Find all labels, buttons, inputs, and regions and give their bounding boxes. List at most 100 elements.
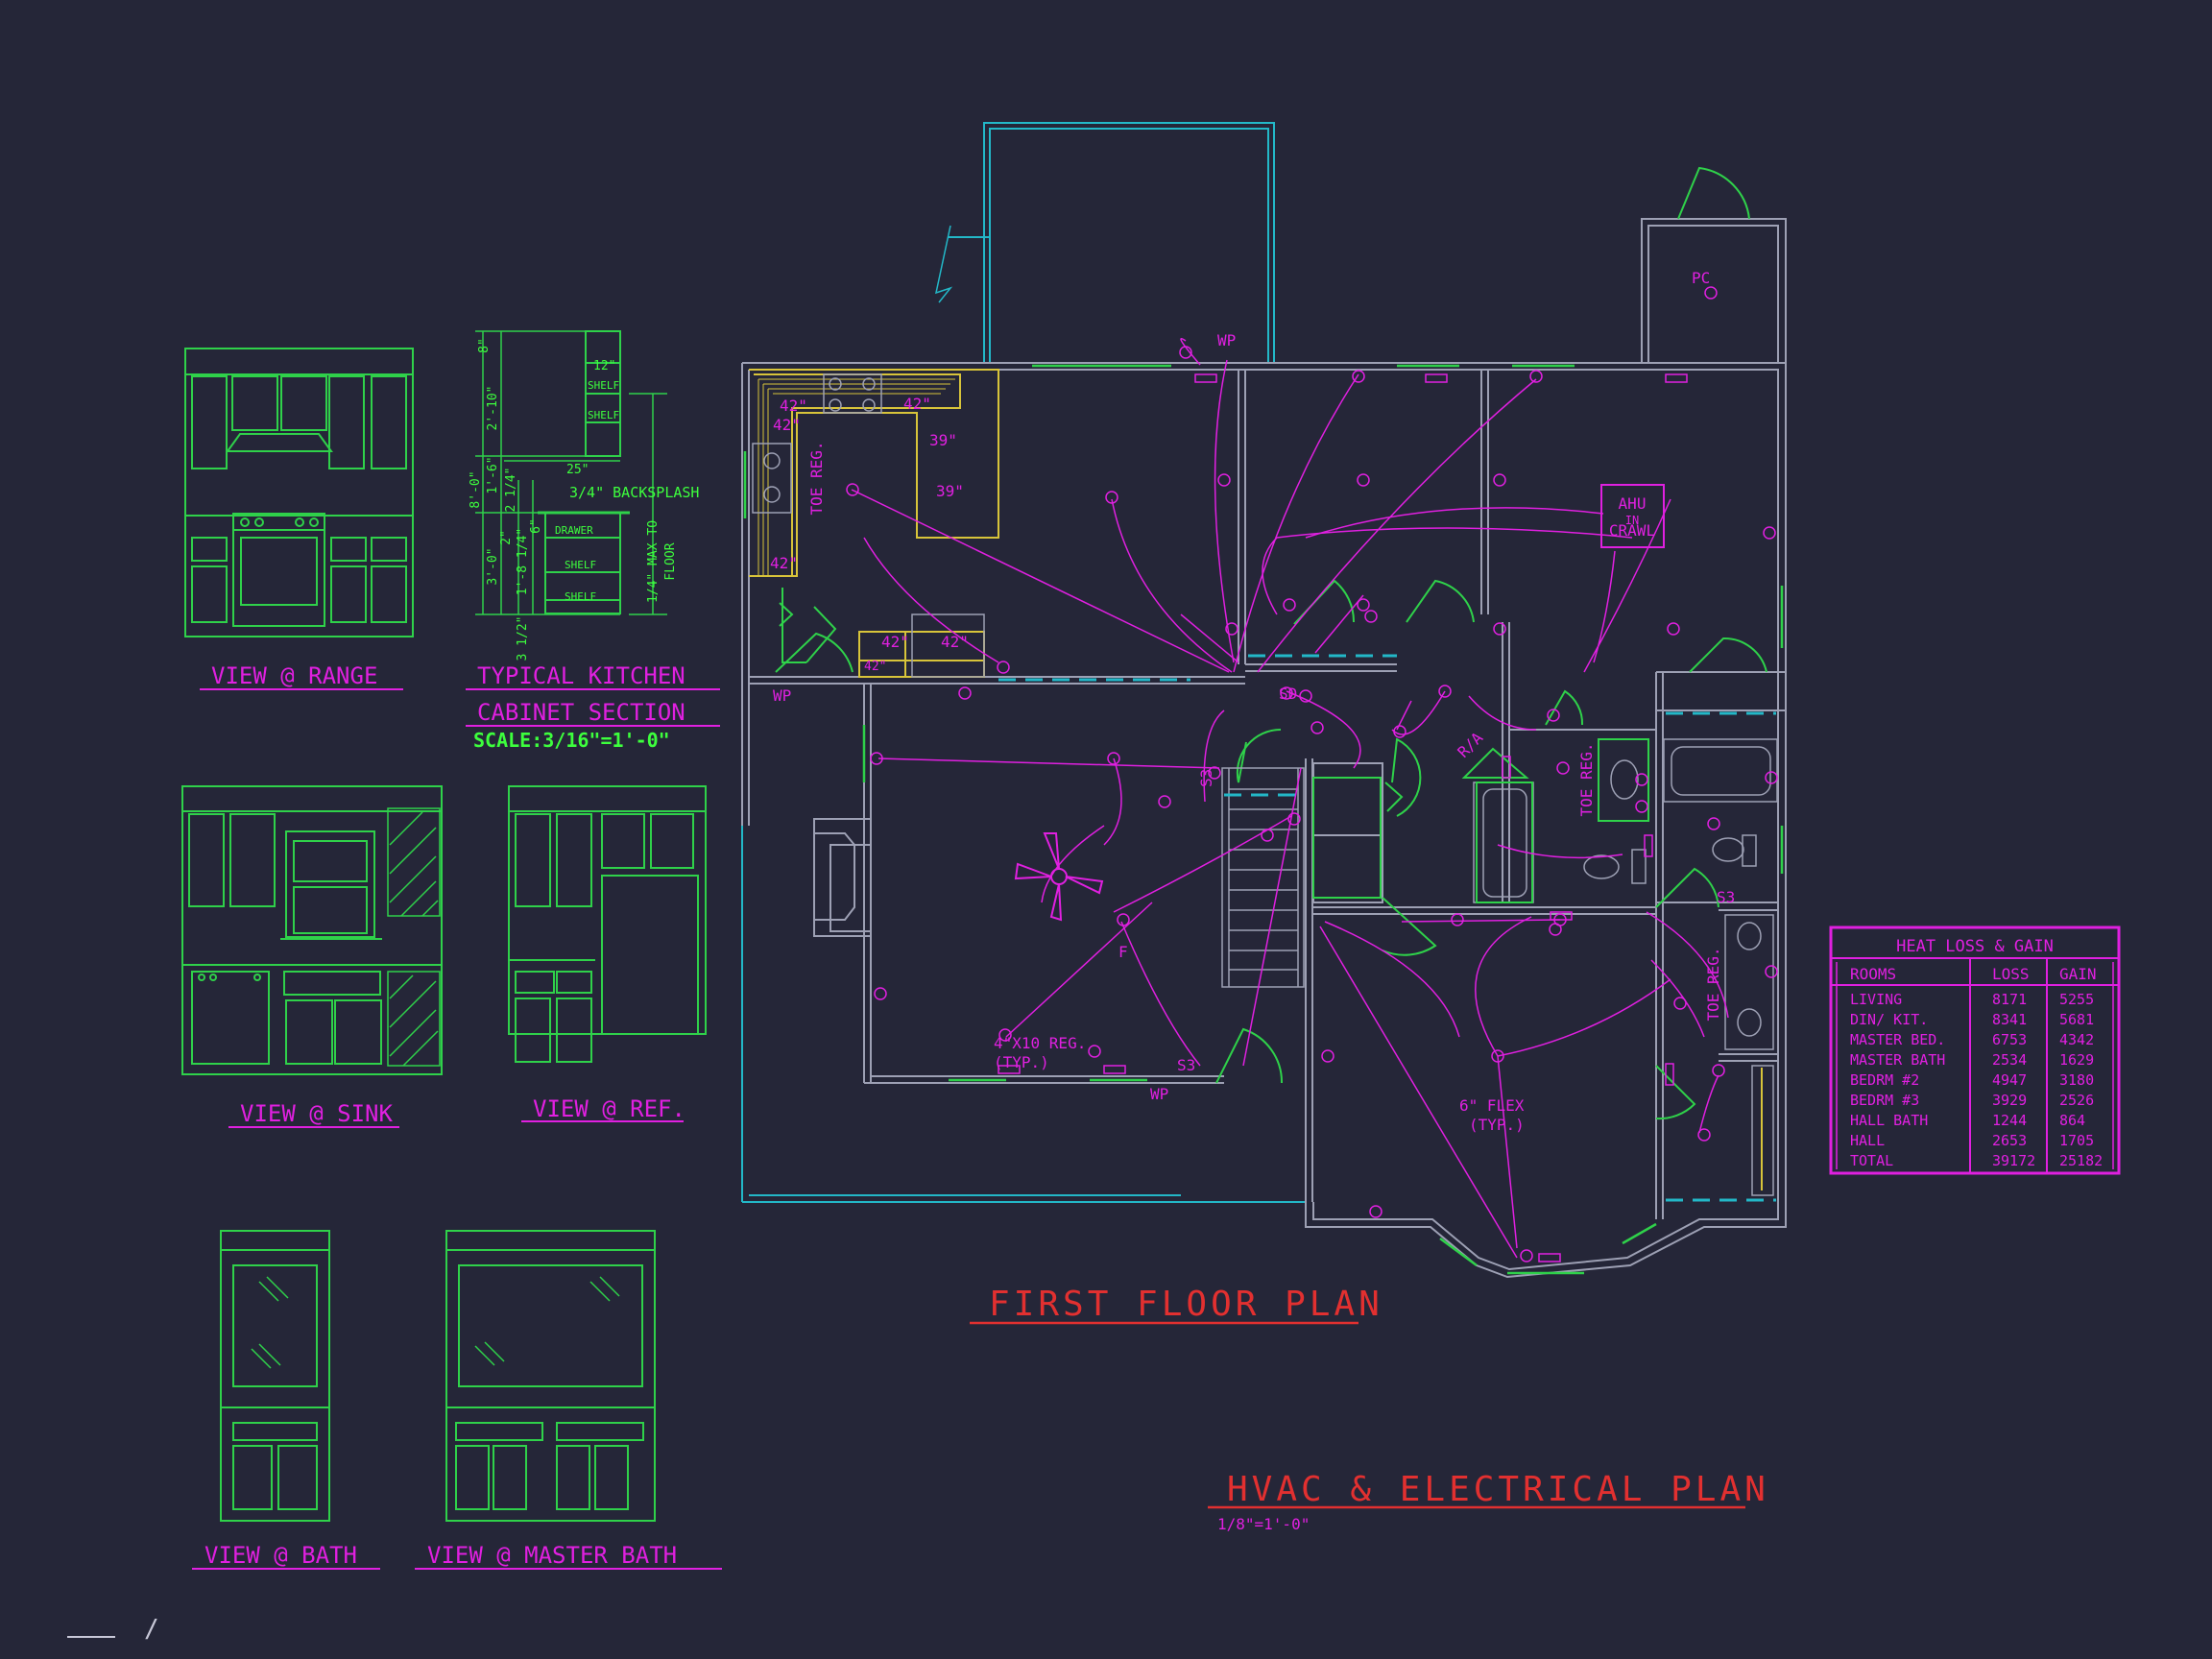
register-typ-label: (TYP.)	[994, 1053, 1049, 1071]
heat-table-cell: 25182	[2059, 1152, 2103, 1169]
heat-table-cell: BEDRM #2	[1850, 1071, 1919, 1089]
heat-table-cell: 39172	[1992, 1152, 2035, 1169]
heat-table-cell: HALL BATH	[1850, 1112, 1928, 1129]
dim-backsplash: 3/4" BACKSPLASH	[569, 484, 699, 501]
counter-42-a: 42"	[780, 397, 807, 415]
counter-42-d: 42"	[770, 554, 798, 572]
heat-table-header: GAIN	[2059, 965, 2097, 983]
wp-label-1: WP	[1217, 331, 1236, 349]
switch-label-2: S3	[1197, 769, 1215, 787]
stairs	[1221, 767, 1305, 988]
dim-1-8: 1'-8 1/4"	[516, 528, 530, 595]
dim-max-floor-1: 1/4" MAX TO	[646, 520, 661, 603]
heat-table-cell: 5681	[2059, 1011, 2094, 1028]
dim-25in: 25"	[566, 463, 589, 477]
heat-table-cell: 1705	[2059, 1132, 2094, 1149]
view-ref-label: VIEW @ REF.	[533, 1095, 685, 1122]
dim-1-6: 1'-6"	[486, 456, 500, 493]
ahu-unit	[1600, 484, 1665, 548]
plan-labels: 42" 42" 42" 39" 39" 42" 42" 42" 42" TOE …	[770, 269, 1735, 1134]
heat-table-cell: 2653	[1992, 1132, 2027, 1149]
view-bath-elevation	[220, 1230, 330, 1522]
view-ref-elevation	[508, 785, 707, 1063]
wp-label-3: WP	[1150, 1085, 1168, 1103]
heat-table-cell: HALL	[1850, 1132, 1885, 1149]
view-master-bath-label: VIEW @ MASTER BATH	[427, 1542, 677, 1569]
heat-table-cell: DIN/ KIT.	[1850, 1011, 1928, 1028]
corner-mark: /	[144, 1615, 159, 1644]
heat-table-cell: 2534	[1992, 1051, 2027, 1069]
dim-shelf-3: SHELF	[565, 559, 596, 571]
windows	[743, 364, 1784, 1275]
heat-table-cell: MASTER BATH	[1850, 1051, 1945, 1069]
dim-3-1-2: 3 1/2"	[516, 616, 530, 661]
hvac-plan-title: HVAC & ELECTRICAL PLAN	[1227, 1470, 1769, 1509]
electrical-symbols	[846, 286, 1778, 1262]
hvac-electrical-wiring	[851, 338, 1729, 1259]
heat-table-cell: 5255	[2059, 991, 2094, 1008]
dim-12in: 12"	[593, 359, 615, 373]
dim-2in: 2"	[499, 530, 514, 545]
kitchen-appliances	[752, 373, 985, 678]
pc-label: PC	[1692, 269, 1710, 287]
heat-table-cell: 864	[2059, 1112, 2085, 1129]
heat-table-cell: 6753	[1992, 1031, 2027, 1048]
doors	[775, 166, 1767, 1120]
ahu-crawl-label: CRAWL	[1609, 521, 1655, 540]
view-master-bath-elevation	[445, 1230, 656, 1522]
dim-8-0: 8'-0"	[469, 470, 483, 508]
view-sink-label: VIEW @ SINK	[240, 1100, 393, 1127]
heat-table-cell: 3929	[1992, 1092, 2027, 1109]
heat-table-cell: 2526	[2059, 1092, 2094, 1109]
counter-42-g: 42"	[864, 660, 886, 674]
switch-label-3: S3	[1717, 888, 1735, 906]
typical-kitchen-label: TYPICAL KITCHEN	[477, 662, 685, 689]
dim-8in: 8"	[477, 338, 492, 353]
ahu-label: AHU	[1619, 494, 1647, 513]
ahu-in-label: IN	[1625, 514, 1639, 527]
bath-fixtures-green	[1312, 738, 1649, 903]
counter-42-c: 42"	[773, 416, 801, 434]
dim-6in: 6"	[529, 518, 543, 534]
first-floor-plan-title: FIRST FLOOR PLAN	[989, 1285, 1383, 1324]
dashed-thresholds	[998, 654, 1776, 1202]
heat-table-cell: 1244	[1992, 1112, 2027, 1129]
heat-table-cell: 3180	[2059, 1071, 2094, 1089]
heat-table-title: HEAT LOSS & GAIN	[1896, 937, 2054, 956]
heat-table-cell: 8341	[1992, 1011, 2027, 1028]
dim-shelf-2: SHELF	[588, 409, 619, 421]
heat-table-cell: 4342	[2059, 1031, 2094, 1048]
heat-table-cell: LIVING	[1850, 991, 1902, 1008]
smoke-detector-label: SD	[1279, 685, 1297, 703]
toe-reg-bath-2: TOE REG.	[1704, 947, 1722, 1021]
dim-drawer: DRAWER	[555, 524, 593, 537]
switch-label-1: S3	[1177, 1056, 1195, 1074]
cabinet-scale-label: SCALE:3/16"=1'-0"	[473, 729, 670, 752]
heat-table-cell: TOTAL	[1850, 1152, 1893, 1169]
fireplace	[813, 818, 872, 937]
plan-scale-label: 1/8"=1'-0"	[1217, 1515, 1310, 1533]
fan-label: F	[1118, 943, 1128, 961]
dim-shelf-1: SHELF	[588, 379, 619, 392]
dim-max-floor-2: FLOOR	[663, 542, 678, 580]
counter-42-b: 42"	[903, 395, 931, 413]
heat-table-header: ROOMS	[1850, 965, 1896, 983]
flex-typ-label: (TYP.)	[1469, 1116, 1525, 1134]
toe-reg-kitchen: TOE REG.	[807, 441, 826, 515]
cabinet-section-label: CABINET SECTION	[477, 699, 685, 726]
heat-table-cell: 1629	[2059, 1051, 2094, 1069]
register-label: 4"X10 REG.	[994, 1034, 1086, 1052]
view-range-label: VIEW @ RANGE	[211, 662, 377, 689]
dim-shelf-4: SHELF	[565, 590, 596, 603]
cabinet-section-detail	[475, 330, 667, 615]
dim-2-10: 2'-10"	[486, 386, 500, 431]
counter-39-a: 39"	[929, 431, 957, 449]
counter-42-f: 42"	[941, 633, 969, 651]
heat-table-cell: 8171	[1992, 991, 2027, 1008]
wp-label-2: WP	[773, 686, 791, 705]
dim-3-0: 3'-0"	[486, 547, 500, 585]
heat-table-cell: BEDRM #3	[1850, 1092, 1919, 1109]
